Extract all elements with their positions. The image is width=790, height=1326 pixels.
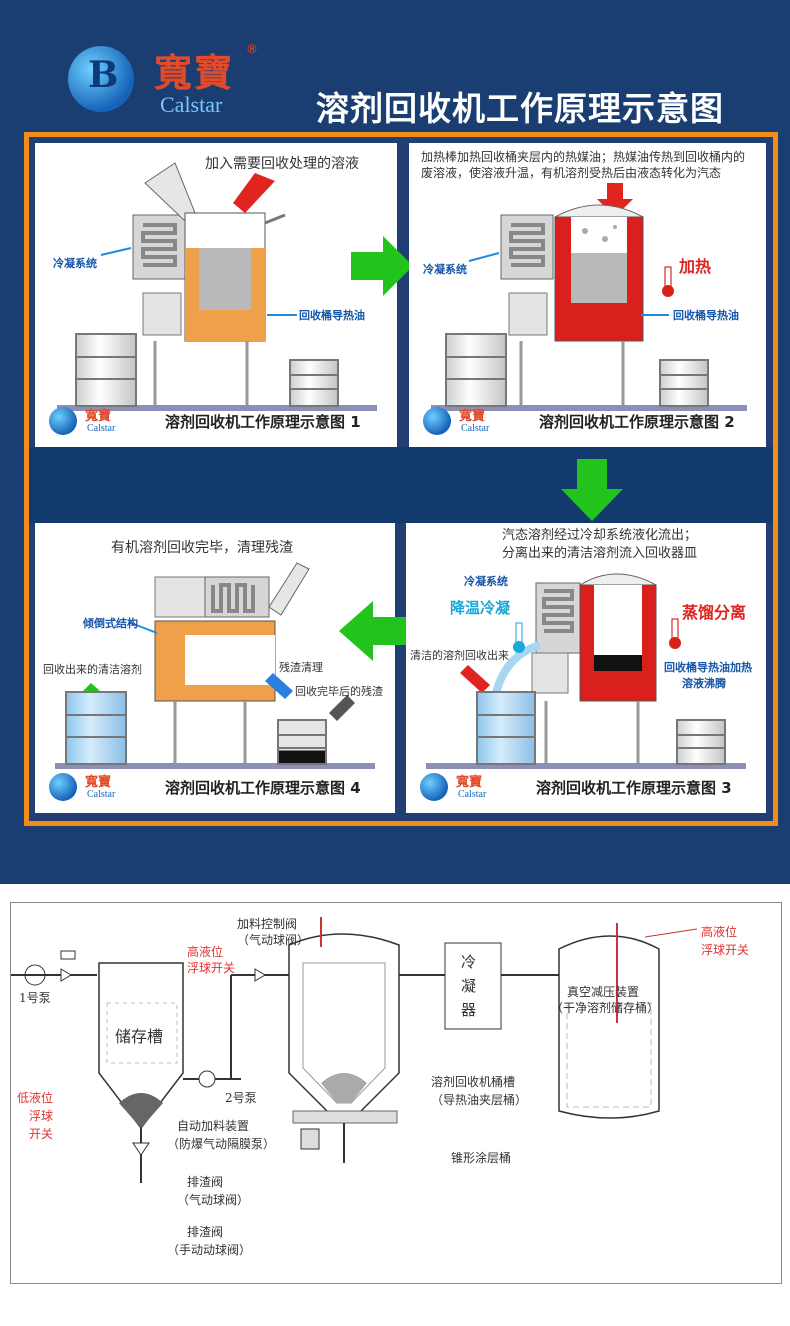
caption-logo-icon (423, 407, 451, 435)
schematic-drawing (11, 917, 698, 1183)
top-section: B 寬寶 ® Calstar 溶剂回收机工作原理示意图 加入需要回收处理的溶液 (0, 0, 790, 884)
barrel-left (445, 333, 507, 407)
coil-icon (141, 223, 177, 267)
thermometer-icon (669, 637, 681, 649)
pump1-label: 1号泵 (19, 991, 51, 1005)
cooling-label: 降温冷凝 (450, 599, 511, 617)
barrel-right (289, 359, 339, 407)
caption-logo-icon (49, 773, 77, 801)
thermometer-icon (662, 285, 674, 297)
pump-icon (198, 1070, 216, 1088)
panel1-top-label: 加入需要回收处理的溶液 (205, 156, 359, 172)
caption-title: 溶剂回收机工作原理示意图 2 (539, 413, 735, 431)
green-arrow-left-icon (339, 601, 407, 661)
lid (144, 162, 196, 222)
middle-band (29, 447, 773, 523)
panel4-caption: 寬寶 Calstar 溶剂回收机工作原理示意图 4 (35, 773, 395, 805)
panel1-drawing (57, 162, 377, 411)
barrel-right (659, 359, 709, 407)
valve-icon (60, 968, 72, 982)
oil-label: 回收桶导热油 (299, 309, 365, 322)
residue-barrel (277, 719, 327, 765)
panel-3: 汽态溶剂经过冷却系统液化流出； 分离出来的清洁溶剂流入回收器皿 冷凝 (406, 523, 766, 813)
caption-title: 溶剂回收机工作原理示意图 3 (536, 779, 732, 797)
valve-icon (132, 1142, 150, 1156)
red-arrow-icon (233, 173, 275, 213)
storage-tank-label: 储存槽 (115, 1027, 164, 1046)
panel3-caption: 寬寶 Calstar 溶剂回收机工作原理示意图 3 (406, 773, 766, 805)
panel3-drawing (426, 573, 746, 769)
barrel-left (75, 333, 137, 407)
panel-2: 加热棒加热回收桶夹层内的热媒油；热媒油传热到回收桶内的废溶液，使溶液升温，有机溶… (409, 143, 766, 447)
clean-solvent-barrel (65, 691, 127, 765)
green-arrow-down-icon (561, 459, 623, 521)
valve-icon (254, 968, 266, 982)
page-title: 溶剂回收机工作原理示意图 (316, 89, 724, 128)
thermometer-icon (513, 641, 525, 653)
storage-tank (98, 962, 184, 1130)
process-schematic: 1号泵 加料控制阀 （气动球阀） 高液位 浮球开关 储存槽 低液位 浮球 开关 … (10, 902, 782, 1284)
brand-name-en: Calstar (160, 92, 223, 117)
pump2-label: 2号泵 (225, 1091, 257, 1105)
distill-label: 蒸馏分离 (682, 603, 747, 622)
clean-solvent-barrel (476, 691, 536, 765)
logo-emblem (68, 46, 134, 112)
blue-arrow-icon (265, 673, 293, 699)
heat-label: 加热 (679, 257, 712, 276)
panel2-caption: 寬寶 Calstar 溶剂回收机工作原理示意图 2 (409, 407, 766, 439)
registered-mark: ® (246, 42, 258, 56)
tilt-label: 倾倒式结构 (83, 617, 138, 630)
panel2-top-text: 加热棒加热回收桶夹层内的热媒油；热媒油传热到回收桶内的废溶液，使溶液升温，有机溶… (421, 150, 746, 180)
panel1-caption: 寬寶 Calstar 溶剂回收机工作原理示意图 1 (35, 407, 397, 439)
barrel-right (676, 719, 726, 765)
brand-logo: B 寬寶 ® Calstar (68, 40, 258, 120)
caption-logo-icon (420, 773, 448, 801)
vacuum-tank (558, 935, 660, 1119)
residue-layer (594, 655, 642, 671)
inner-bucket (199, 248, 251, 310)
panel2-drawing (431, 183, 747, 411)
panel-4: 有机溶剂回收完毕，清理残渣 倾倒式结构 回收出来的清洁溶剂 残渣清理 (35, 523, 395, 813)
caption-title: 溶剂回收机工作原理示意图 1 (165, 413, 361, 431)
brand-name-cn: 寬寶 (154, 50, 235, 95)
dark-arrow-icon (329, 695, 355, 721)
condenser-label: 冷凝系统 (53, 257, 97, 270)
panel4-top-label: 有机溶剂回收完毕，清理残渣 (111, 540, 293, 556)
caption-title: 溶剂回收机工作原理示意图 4 (165, 779, 361, 797)
diagram-frame: 加入需要回收处理的溶液 冷凝系统 回收桶导热油 (24, 132, 778, 826)
caption-logo-icon (49, 407, 77, 435)
green-arrow-right-icon (351, 236, 413, 296)
red-arrow-icon (597, 183, 633, 217)
red-arrow-icon (460, 665, 490, 693)
panel-1: 加入需要回收处理的溶液 冷凝系统 回收桶导热油 (35, 143, 397, 447)
condenser-box (444, 942, 502, 1030)
